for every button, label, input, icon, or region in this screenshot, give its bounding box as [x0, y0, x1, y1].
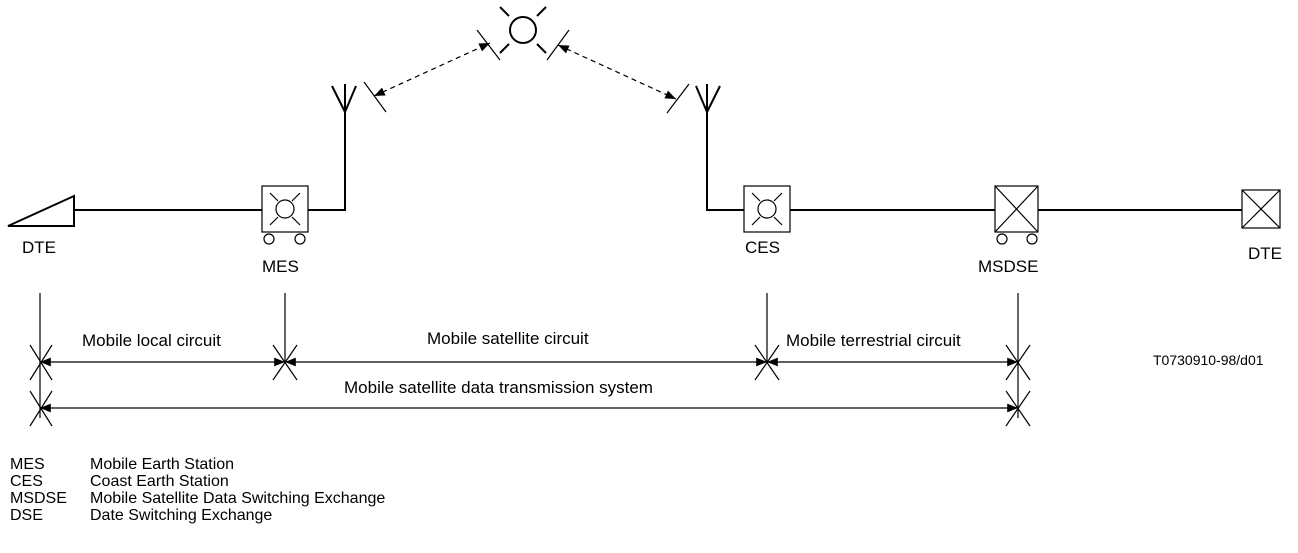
- legend-abbr: MSDSE: [10, 490, 67, 507]
- legend-abbr: DSE: [10, 507, 43, 524]
- legend-text: Date Switching Exchange: [90, 507, 273, 524]
- mes-station-icon: [261, 185, 309, 245]
- radio-link-tick: [363, 81, 387, 113]
- line-mes-antenna: [308, 112, 346, 211]
- radio-link-tick: [546, 29, 570, 61]
- span-label-system: Mobile satellite data transmission syste…: [344, 378, 653, 397]
- legend-text: Coast Earth Station: [90, 473, 229, 490]
- span-label-satellite: Mobile satellite circuit: [427, 329, 589, 348]
- ces-antenna-icon: [695, 84, 721, 113]
- legend: MES Mobile Earth Station CES Coast Earth…: [10, 456, 385, 524]
- line-ces-antenna: [706, 112, 744, 211]
- radio-link-satellite-ces: [557, 44, 677, 100]
- legend-row: DSE Date Switching Exchange: [10, 507, 385, 524]
- radio-link-mes-satellite: [373, 42, 491, 97]
- dte-right-terminal-icon: [1241, 189, 1281, 229]
- span-label-local: Mobile local circuit: [82, 331, 221, 350]
- mes-antenna-icon: [331, 84, 357, 113]
- legend-text: Mobile Satellite Data Switching Exchange: [90, 490, 386, 507]
- ces-station-icon: [743, 185, 791, 233]
- figure-id: T0730910-98/d01: [1153, 352, 1264, 368]
- radio-link-tick: [476, 29, 501, 61]
- msdse-exchange-icon: [994, 185, 1039, 245]
- satellite-icon: [499, 6, 547, 54]
- legend-text: Mobile Earth Station: [90, 456, 235, 473]
- dte-right-label: DTE: [1248, 244, 1282, 263]
- radio-link-tick: [666, 83, 690, 114]
- msdse-label: MSDSE: [978, 257, 1038, 276]
- legend-row: MES Mobile Earth Station: [10, 456, 385, 473]
- dte-left-label: DTE: [22, 238, 56, 257]
- span-label-terrestrial: Mobile terrestrial circuit: [786, 331, 961, 350]
- legend-abbr: CES: [10, 473, 43, 490]
- dte-left-terminal-icon: [7, 194, 75, 227]
- mes-label: MES: [262, 257, 299, 276]
- legend-abbr: MES: [10, 456, 45, 473]
- legend-row: MSDSE Mobile Satellite Data Switching Ex…: [10, 490, 385, 507]
- ces-label: CES: [745, 238, 780, 257]
- legend-row: CES Coast Earth Station: [10, 473, 385, 490]
